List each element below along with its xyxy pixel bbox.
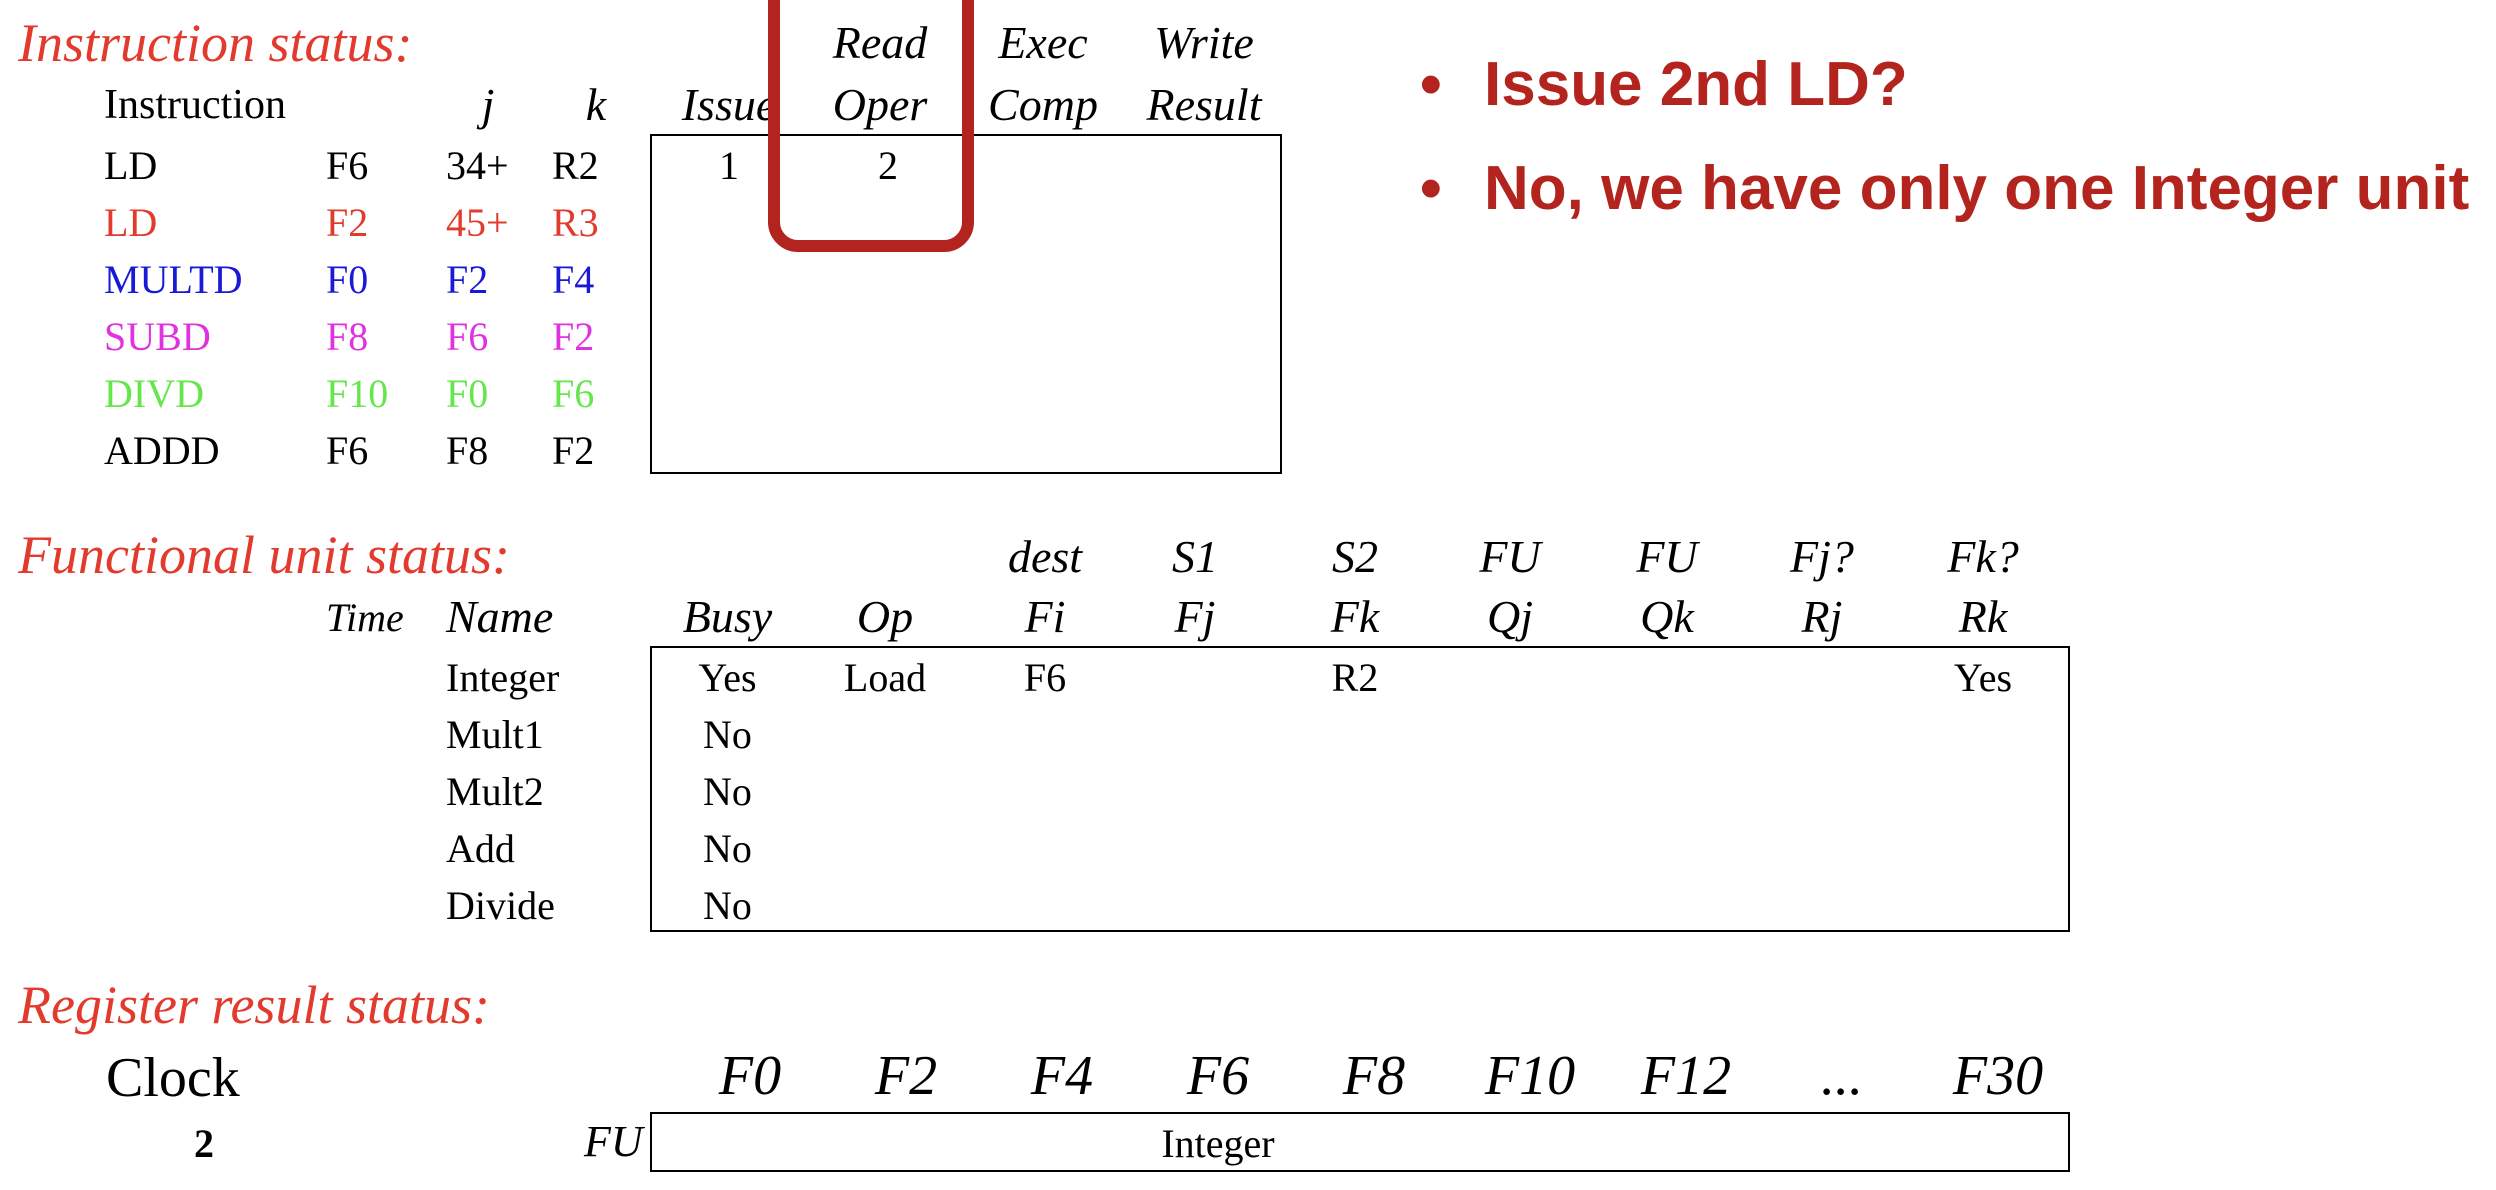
functional-unit-status-box [650, 646, 2070, 932]
fu-fk: R2 [1331, 655, 1379, 700]
fu-name: Add [446, 826, 515, 871]
functional-unit-status-title: Functional unit status: [18, 525, 510, 585]
instr-op: LD [104, 200, 158, 245]
instr-op: MULTD [104, 257, 243, 302]
register-header: ... [1821, 1045, 1863, 1107]
instr-k: R2 [552, 143, 599, 188]
fu-s1-header: S1 [1172, 531, 1218, 582]
register-header: F4 [1030, 1045, 1094, 1107]
instr-k: F4 [552, 257, 595, 302]
fu-name-header: Name [446, 591, 554, 642]
instr-j: F0 [446, 371, 489, 416]
instr-dest: F6 [326, 143, 369, 188]
fu-busy: No [703, 712, 752, 757]
register-value: Integer [1161, 1121, 1275, 1166]
fu-fj-header: Fj [1174, 591, 1216, 642]
instr-j: F6 [446, 314, 489, 359]
register-header: F2 [874, 1045, 938, 1107]
j-header: j [481, 79, 495, 130]
bullet-answer: •No, we have only one Integer unit [1420, 154, 2470, 223]
register-result-box [650, 1112, 2070, 1172]
instr-k: F6 [552, 371, 595, 416]
fu-dest-header: dest [1007, 531, 1083, 582]
instr-j: F8 [446, 428, 489, 473]
fu-busy: No [703, 883, 752, 928]
fu-name: Integer [446, 655, 560, 700]
fu-rj-header-top: Fj? [1790, 531, 1854, 582]
fu-qk-header: Qk [1640, 591, 1694, 642]
fu-busy-header: Busy [682, 591, 773, 642]
fu-rk: Yes [1953, 655, 2013, 700]
read-oper-highlight [768, 0, 974, 252]
exec-comp-header-top: Exec [998, 17, 1088, 68]
fu-op-header: Op [856, 591, 914, 642]
bullet-issue-question: •Issue 2nd LD? [1420, 50, 1908, 119]
fu-s2-header: S2 [1332, 531, 1378, 582]
fu-qj-header: Qj [1487, 591, 1533, 642]
instr-op: LD [104, 143, 158, 188]
fu-rk-header-top: Fk? [1947, 531, 2019, 582]
instr-k: F2 [552, 314, 595, 359]
instr-dest: F0 [326, 257, 369, 302]
fu-fk-header: Fk [1330, 591, 1380, 642]
instr-k: R3 [552, 200, 599, 245]
instr-j: 45+ [446, 200, 509, 245]
fu-qj-header-top: FU [1479, 531, 1541, 582]
clock-label: Clock [106, 1047, 240, 1109]
instr-issue: 1 [719, 143, 739, 188]
instr-op: ADDD [104, 428, 220, 473]
register-header: F8 [1342, 1045, 1406, 1107]
register-header: F10 [1484, 1045, 1576, 1107]
instruction-header: Instruction [104, 82, 286, 128]
read-oper-header-bottom: Oper [832, 79, 928, 130]
instr-dest: F8 [326, 314, 369, 359]
write-result-header-top: Write [1154, 17, 1254, 68]
fu-busy: No [703, 826, 752, 871]
instr-op: DIVD [104, 371, 204, 416]
clock-value: 2 [194, 1121, 214, 1166]
fu-busy: Yes [698, 655, 757, 700]
fu-fi: F6 [1023, 655, 1067, 700]
instr-dest: F2 [326, 200, 369, 245]
read-oper-header-top: Read [832, 17, 928, 68]
fu-fi-header: Fi [1024, 591, 1066, 642]
instr-k: F2 [552, 428, 595, 473]
write-result-header-bottom: Result [1146, 79, 1262, 130]
instruction-status-title: Instruction status: [18, 13, 413, 73]
fu-row-label: FU [584, 1117, 643, 1166]
instr-op: SUBD [104, 314, 211, 359]
fu-op: Load [843, 655, 927, 700]
register-header: F12 [1640, 1045, 1732, 1107]
fu-name: Mult2 [446, 769, 544, 814]
exec-comp-header-bottom: Comp [988, 79, 1098, 130]
fu-busy: No [703, 769, 752, 814]
instr-j: 34+ [446, 143, 509, 188]
register-result-status-title: Register result status: [18, 975, 490, 1035]
instr-dest: F6 [326, 428, 369, 473]
fu-name: Divide [446, 883, 555, 928]
register-header: F30 [1952, 1045, 2044, 1107]
k-header: k [585, 79, 607, 130]
instr-dest: F10 [326, 371, 389, 416]
register-header: F6 [1186, 1045, 1250, 1107]
instr-read: 2 [878, 143, 898, 188]
fu-time-header: Time [326, 595, 404, 640]
register-header: F0 [718, 1045, 782, 1107]
fu-rj-header: Rj [1801, 591, 1843, 642]
instr-j: F2 [446, 257, 489, 302]
issue-header: Issue [681, 79, 777, 130]
fu-qk-header-top: FU [1636, 531, 1698, 582]
fu-rk-header: Rk [1958, 591, 2008, 642]
fu-name: Mult1 [446, 712, 544, 757]
